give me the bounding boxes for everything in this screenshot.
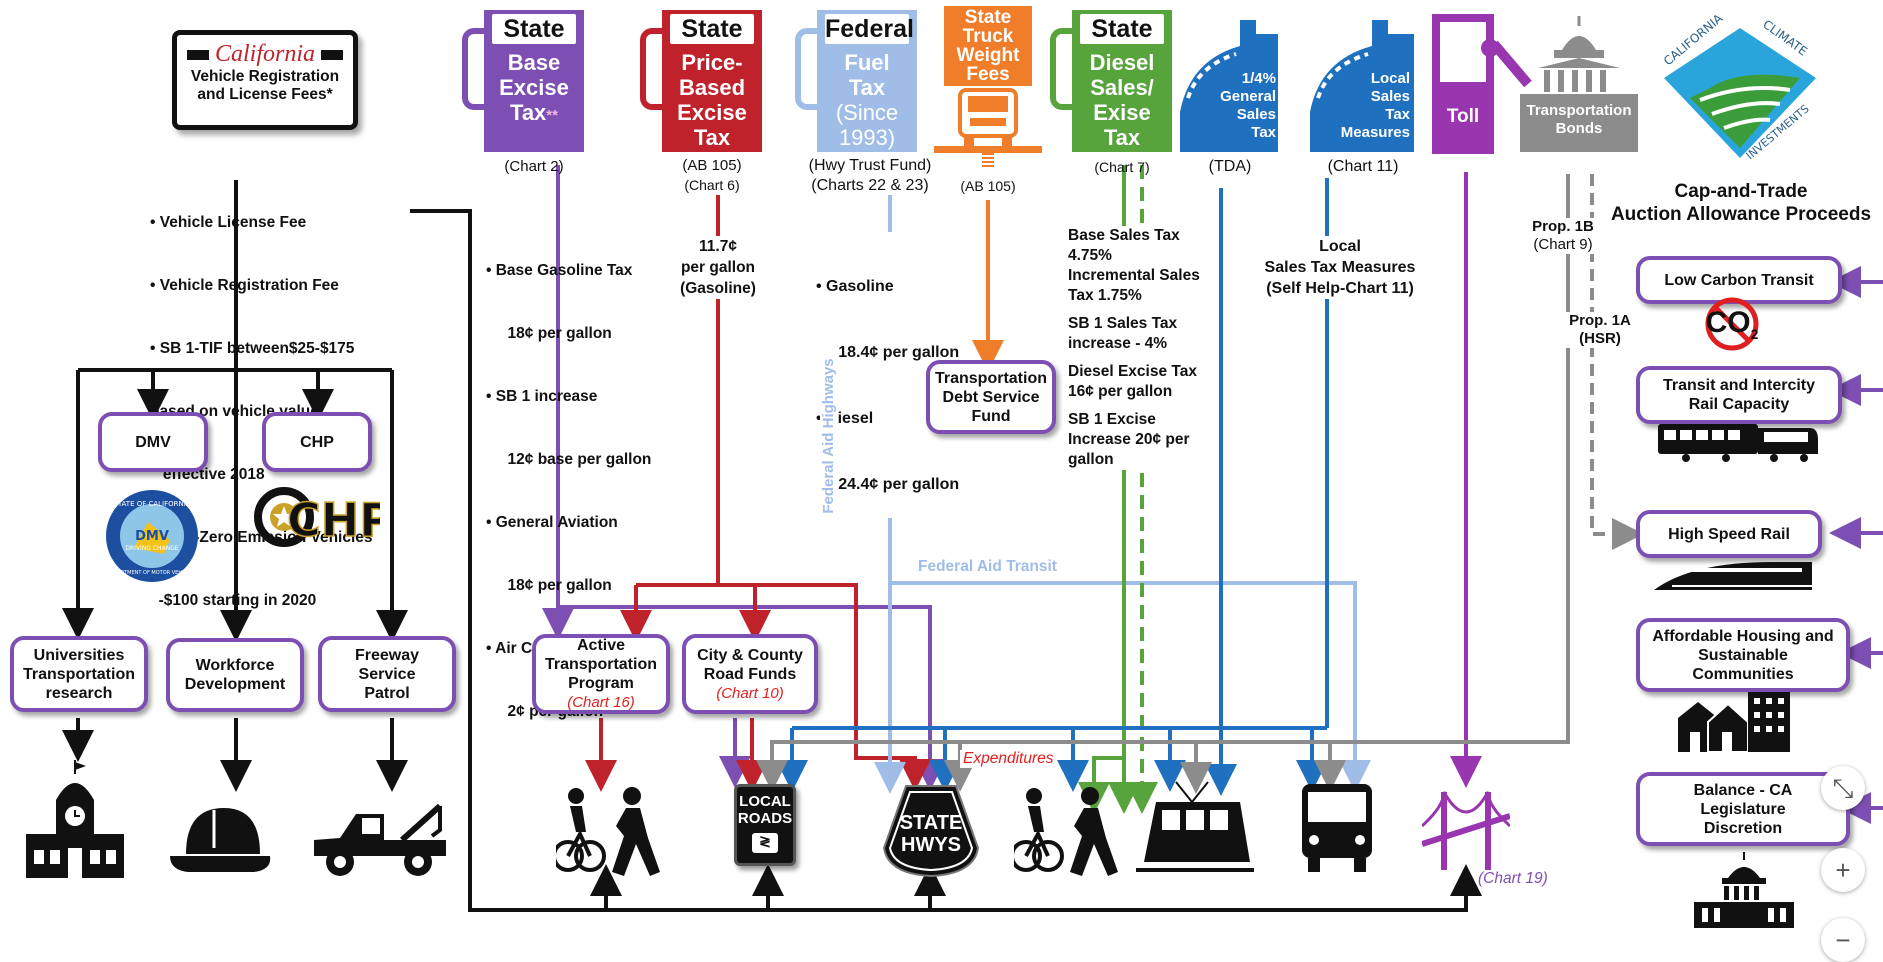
city-county-road-funds-box[interactable]: City & County Road Funds (Chart 10) [682, 634, 818, 714]
dmv-seal-bottom-text: DEPARTMENT OF MOTOR VEHICLES [108, 570, 196, 576]
caption-chart11: (Chart 11) [1327, 158, 1399, 175]
bus-icon [1300, 782, 1374, 874]
truck-weight-fees-sign: State Truck Weight Fees [944, 6, 1032, 86]
light-rail-train-icon [1136, 780, 1254, 880]
high-speed-rail-box[interactable]: High Speed Rail [1636, 510, 1822, 558]
caption-chart2: (Chart 2) [504, 158, 564, 175]
price-based-notes: 11.7¢ per gallon (Gasoline) [668, 236, 768, 299]
dmv-seal-mid-text: DRIVING CHANGE [125, 545, 178, 552]
caption-ab105-b: (AB 105) [960, 178, 1016, 194]
no-co2-icon: CO2 [1696, 296, 1768, 352]
dmv-seal-top-text: STATE OF CALIFORNIA [113, 500, 190, 508]
universities-transportation-research-box[interactable]: Universities Transportation research [10, 636, 148, 712]
toll-label: Toll [1446, 106, 1480, 127]
housing-buildings-icon [1676, 688, 1792, 753]
collapse-button[interactable]: ⤡ [1821, 766, 1865, 810]
university-building-icon [26, 760, 124, 878]
zoom-in-button[interactable]: + [1821, 848, 1865, 892]
federal-aid-transit-label: Federal Aid Transit [914, 558, 1061, 576]
pump-nozzle-icon [795, 28, 819, 110]
pump-nozzle-icon [640, 28, 664, 110]
plate-line1: Vehicle Registration [190, 68, 340, 85]
capitol-building-icon [1688, 852, 1800, 928]
prop-1b-label: Prop. 1B (Chart 9) [1518, 218, 1608, 254]
california-plate-box: California Vehicle Registration and Lice… [172, 30, 358, 130]
pump-nozzle-icon [1050, 28, 1074, 110]
caption-charts-22-23: (Charts 22 & 23) [811, 177, 929, 194]
prop-1a-label: Prop. 1A (HSR) [1560, 312, 1640, 348]
pump-diesel-sales-exise-tax: State Diesel Sales/ Exise Tax [1072, 10, 1172, 152]
local-sales-notes: Local Sales Tax Measures (Self Help-Char… [1262, 236, 1418, 299]
state-highways-shield-icon: STATE HWYS [882, 782, 980, 880]
bike-pedestrian-icon [552, 786, 666, 882]
dmv-seal-icon: STATE OF CALIFORNIA DMV DRIVING CHANGE D… [104, 488, 200, 584]
cap-and-trade-title: Cap-and-Trade Auction Allowance Proceeds [1610, 181, 1872, 225]
caption-tda: (TDA) [1208, 158, 1252, 175]
truck-scale-icon [930, 86, 1046, 172]
active-transportation-program-box[interactable]: Active Transportation Program (Chart 16) [532, 634, 670, 714]
freeway-service-patrol-box[interactable]: Freeway Service Patrol [318, 636, 456, 712]
caption-hwy-trust-fund: (Hwy Trust Fund) [808, 157, 932, 174]
hard-hat-icon [168, 800, 272, 876]
bike-pedestrian-icon-2 [1010, 786, 1122, 882]
diesel-notes: Base Sales Tax 4.75% Incremental Sales T… [1068, 226, 1216, 470]
caption-ab105-a: (AB 105) [682, 157, 742, 174]
dmv-seal-abbr: DMV [135, 529, 169, 544]
chart19-label: (Chart 19) [1478, 870, 1548, 887]
pump-nozzle-icon [462, 28, 486, 110]
caption-chart6: (Chart 6) [684, 177, 740, 193]
register-local-sales-tax: Local Sales Tax Measures [1310, 20, 1416, 152]
chp-box[interactable]: CHP [262, 412, 372, 472]
train-bus-icon [1656, 420, 1820, 462]
caption-chart7: (Chart 7) [1094, 159, 1150, 175]
tow-truck-icon [310, 800, 460, 880]
pump-price-based-excise-tax: State Price- Based Excise Tax [662, 10, 762, 152]
pump-federal-fuel-tax: Federal Fuel Tax (Since 1993) [817, 10, 917, 152]
bridge-icon [1420, 786, 1512, 870]
chp-logo-text: CHP [287, 493, 380, 547]
pump-base-excise-tax: State Base Excise Tax** [484, 10, 584, 152]
balance-legislature-box[interactable]: Balance - CA Legislature Discretion [1636, 772, 1850, 846]
low-carbon-transit-box[interactable]: Low Carbon Transit [1636, 256, 1842, 304]
california-climate-investments-logo: CALIFORNIA CLIMATE INVESTMENTS [1650, 8, 1830, 168]
toll-booth-icon: Toll [1432, 14, 1532, 154]
local-roads-sign-icon: LOCAL ROADS ≷ [734, 784, 804, 874]
california-script: California [214, 41, 316, 67]
chp-logo-icon: CHP [254, 484, 394, 550]
transit-intercity-rail-capacity-box[interactable]: Transit and Intercity Rail Capacity [1636, 366, 1842, 424]
register-general-sales-tax: 1/4% General Sales Tax [1180, 20, 1280, 152]
high-speed-train-icon [1652, 556, 1818, 598]
transportation-debt-service-fund[interactable]: Transportation Debt Service Fund [926, 360, 1056, 434]
expenditures-label: Expenditures [960, 750, 1057, 768]
zoom-out-button[interactable]: − [1821, 918, 1865, 962]
transportation-bonds-capitol: Transportation Bonds [1518, 14, 1640, 152]
affordable-housing-box[interactable]: Affordable Housing and Sustainable Commu… [1636, 618, 1850, 692]
federal-aid-highways-label: Federal Aid Highways [820, 338, 837, 534]
workforce-development-box[interactable]: Workforce Development [166, 638, 304, 712]
dmv-box[interactable]: DMV [98, 412, 208, 472]
plate-line2: and License Fees* [197, 86, 333, 103]
